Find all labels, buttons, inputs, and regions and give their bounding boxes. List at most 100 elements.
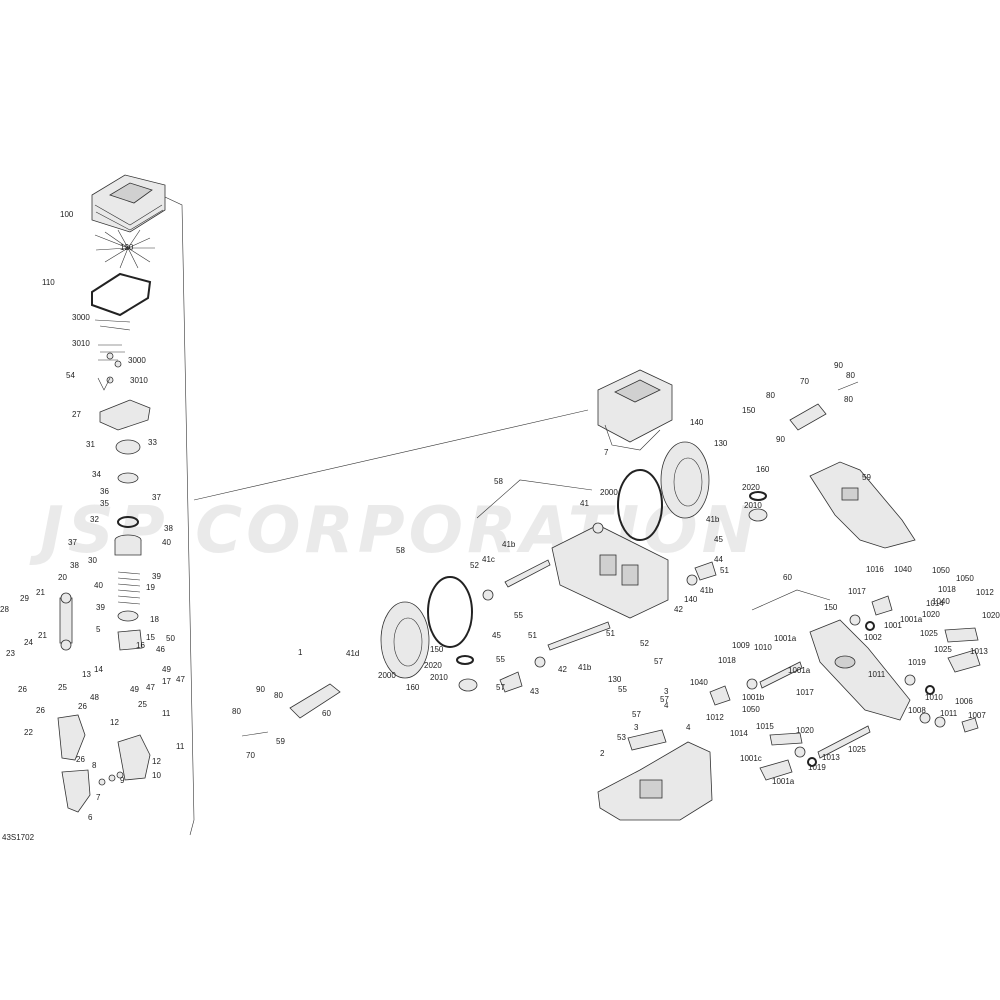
callout-label: 1001c — [740, 754, 762, 763]
callout-label: 2020 — [424, 661, 442, 670]
callout-label: 1050 — [742, 705, 760, 714]
callout-label: 9 — [120, 776, 125, 785]
callout-label: 11 — [176, 742, 185, 751]
callout-label: 4 — [664, 701, 669, 710]
callout-label: 2020 — [742, 483, 760, 492]
callout-label: 1001 — [884, 621, 902, 630]
callout-label: 160 — [756, 465, 770, 474]
callout-label: 1001a — [900, 615, 923, 624]
callout-label: 41b — [700, 586, 714, 595]
ring-140-right — [617, 469, 663, 541]
callout-label: 41 — [580, 499, 589, 508]
callout-label: 41d — [346, 649, 359, 658]
callout-label: 1010 — [754, 643, 772, 652]
callout-label: 1050 — [932, 566, 950, 575]
drive-59-left — [289, 683, 341, 719]
callout-label: 41b — [502, 540, 516, 549]
seal-2000-right — [748, 508, 768, 522]
callout-label: 38 — [164, 524, 173, 533]
callout-label: 51 — [606, 629, 615, 638]
callout-label: 44 — [714, 555, 723, 564]
callout-label: 27 — [72, 410, 81, 419]
callout-label: 31 — [86, 440, 95, 449]
callout-label: 21 — [36, 588, 45, 597]
callout-label: 1020 — [982, 611, 1000, 620]
clamp-1016 — [871, 595, 893, 616]
callout-label: 90 — [834, 361, 843, 370]
callout-label: 53 — [617, 733, 626, 742]
guide-lines — [149, 189, 831, 836]
callout-label: 1040 — [690, 678, 708, 687]
shaft-1001c — [817, 725, 871, 759]
callout-label: 90 — [776, 435, 785, 444]
oring-32 — [117, 516, 139, 528]
bolt-60-right — [837, 381, 859, 391]
clamp-1015 — [709, 685, 731, 706]
mount-2 — [627, 729, 667, 751]
callout-label: 1019 — [908, 658, 926, 667]
callout-label: 2010 — [744, 501, 762, 510]
callout-label: 18 — [150, 615, 159, 624]
callout-label: 36 — [100, 487, 109, 496]
callout-label: 13 — [82, 670, 91, 679]
callout-label: 39 — [96, 603, 105, 612]
swingarm-1001 — [809, 619, 911, 721]
callout-label: 25 — [58, 683, 67, 692]
callout-label: 1025 — [934, 645, 952, 654]
callout-label: 160 — [406, 683, 420, 692]
callout-label: 22 — [24, 728, 33, 737]
callout-label: 1020 — [796, 726, 814, 735]
piston-30 — [114, 534, 142, 556]
cover-bolts — [94, 229, 155, 269]
callout-label: 3 — [634, 723, 639, 732]
callout-label: 90 — [256, 685, 265, 694]
callout-label: 52 — [640, 639, 649, 648]
callout-label: 1013 — [822, 753, 840, 762]
callout-label: 60 — [783, 573, 792, 582]
callout-label: 80 — [766, 391, 775, 400]
bracket-1019-lower — [769, 732, 803, 746]
callout-label: 1017 — [848, 587, 866, 596]
callout-label: 30 — [88, 556, 97, 565]
callout-label: 2000 — [378, 671, 396, 680]
callout-label: 1040 — [894, 565, 912, 574]
callout-label: 1020 — [922, 610, 940, 619]
callout-label: 1025 — [920, 629, 938, 638]
callout-label: 6 — [88, 813, 93, 822]
callout-label: 1001a — [772, 777, 795, 786]
cap-1003 — [961, 717, 979, 733]
cap-34 — [117, 472, 139, 484]
callout-label: 1014 — [730, 729, 748, 738]
callout-label: 41b — [706, 515, 720, 524]
callout-label: 49 — [130, 685, 139, 694]
valve-cover — [91, 174, 166, 233]
callout-label: 130 — [608, 675, 622, 684]
callout-label: 57 — [654, 657, 663, 666]
callout-label: 39 — [152, 572, 161, 581]
callout-label: 28 — [0, 605, 9, 614]
callout-label: 57 — [632, 710, 641, 719]
callout-label: 80 — [844, 395, 853, 404]
cover-130-right — [660, 441, 710, 519]
callout-label: 19 — [146, 583, 155, 592]
callout-label: 26 — [36, 706, 45, 715]
bolt-60-left — [241, 731, 269, 737]
callout-label: 1 — [298, 648, 303, 657]
callout-label: 3010 — [130, 376, 148, 385]
cover-22 — [57, 714, 86, 761]
callout-label: 16 — [136, 641, 145, 650]
callout-label: 10 — [152, 771, 161, 780]
bracket-27 — [99, 399, 151, 431]
callout-label: 51 — [720, 566, 729, 575]
cover-130-left — [380, 601, 430, 679]
callout-label: 70 — [246, 751, 255, 760]
callout-label: 80 — [846, 371, 855, 380]
bracket-1019-upper — [944, 627, 979, 643]
callout-label: 37 — [152, 493, 161, 502]
clip-54 — [97, 377, 111, 391]
callout-label: 23 — [6, 649, 15, 658]
callout-label: 55 — [514, 611, 523, 620]
callout-label: 48 — [90, 693, 99, 702]
